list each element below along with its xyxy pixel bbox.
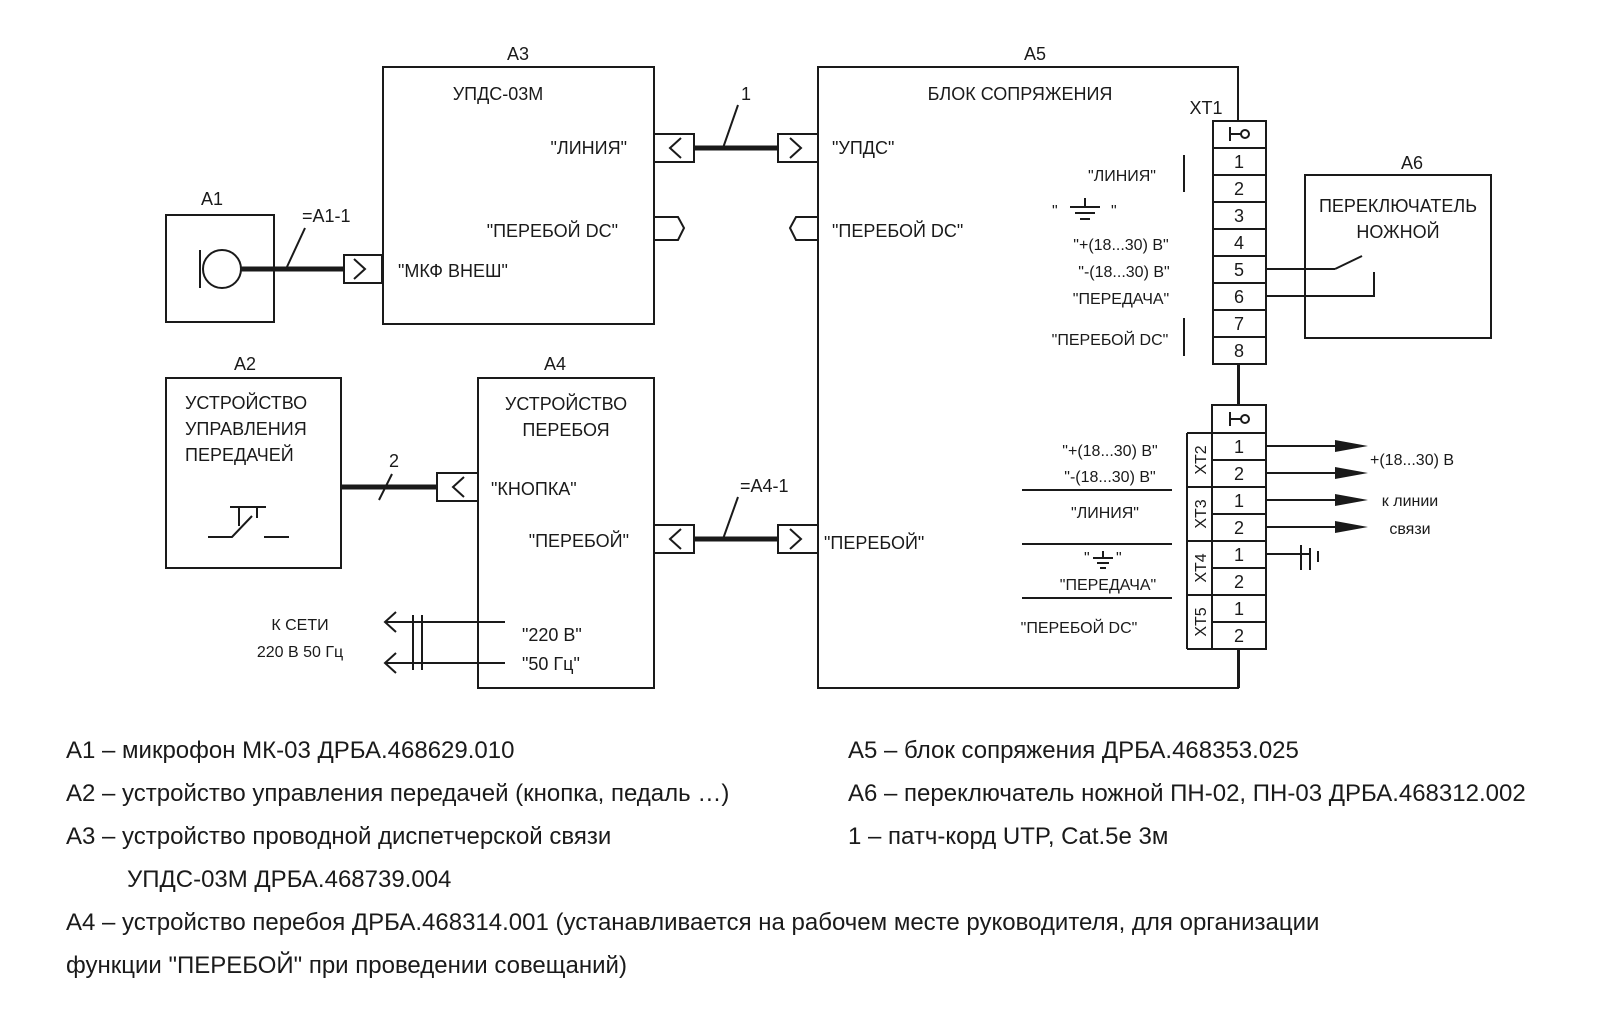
a3-line-connector	[653, 133, 695, 163]
xt1-pin: 6	[1234, 287, 1244, 307]
a3-box	[382, 66, 655, 325]
xt1-pin: 4	[1234, 233, 1244, 253]
push-button-icon	[208, 506, 289, 538]
chassis-ground-icon	[1266, 545, 1319, 570]
a6-label: А6	[1401, 153, 1423, 173]
xt1-signal: "	[1111, 203, 1117, 220]
xt1-pin: 1	[1234, 152, 1244, 172]
xt1-pin: 3	[1234, 206, 1244, 226]
a5-label: А5	[1024, 44, 1046, 64]
a2-label: А2	[234, 354, 256, 374]
a5-perebo-dc-connector	[788, 216, 818, 241]
a5-upds-connector	[777, 133, 819, 163]
a2-title-3: ПЕРЕДАЧЕЙ	[185, 444, 294, 465]
a4-port-perebo: "ПЕРЕБОЙ"	[529, 530, 629, 551]
a1-label: А1	[201, 189, 223, 209]
a2-title-1: УСТРОЙСТВО	[185, 392, 307, 413]
mains-label-1: К СЕТИ	[271, 617, 328, 634]
a4-port-button: "КНОПКА"	[491, 479, 577, 499]
xt1-signal: "ПЕРЕБОЙ DC"	[1052, 330, 1169, 349]
xt1-terminal-block	[1212, 120, 1267, 365]
xt1-signal: "+(18...30) В"	[1073, 237, 1168, 254]
a4-perebo-connector	[653, 524, 695, 554]
ground-icon	[1093, 551, 1113, 569]
xt-lower-pin: 1	[1234, 437, 1244, 457]
xt1-signal: "ПЕРЕДАЧА"	[1073, 291, 1169, 308]
a4-title-2: ПЕРЕБОЯ	[522, 420, 609, 440]
xt-lower-pin: 2	[1234, 518, 1244, 538]
a6-title-2: НОЖНОЙ	[1356, 221, 1439, 242]
xt1-pin: 5	[1234, 260, 1244, 280]
a5-port-perebo-dc: "ПЕРЕБОЙ DC"	[832, 220, 963, 241]
a4-port-220: "220 В"	[522, 625, 582, 645]
output-arrows	[1266, 440, 1368, 533]
a4-label: А4	[544, 354, 566, 374]
xt1-signal: "	[1052, 203, 1058, 220]
xt1-pin: 7	[1234, 314, 1244, 334]
a4-button-connector	[436, 472, 479, 502]
output-line-label-2: связи	[1389, 521, 1430, 538]
xt-lower-signal: "-(18...30) В"	[1064, 469, 1155, 486]
xt-lower-signal: "ПЕРЕБОЙ DC"	[1021, 618, 1138, 637]
xt1-signal: "ЛИНИЯ"	[1088, 168, 1156, 185]
mains-label-2: 220 В 50 Гц	[257, 644, 343, 661]
xt-lower-pin: 1	[1234, 491, 1244, 511]
cable-1-label: 1	[741, 84, 751, 104]
xt-lower-signal: "ЛИНИЯ"	[1071, 505, 1139, 522]
a3-mic-connector	[343, 254, 383, 284]
xt1-pin: 8	[1234, 341, 1244, 361]
a3-title: УПДС-03М	[453, 84, 544, 104]
a5-title: БЛОК СОПРЯЖЕНИЯ	[928, 84, 1113, 104]
a3-port-mic: "МКФ ВНЕШ"	[398, 261, 508, 281]
xt-lower-signal: "	[1116, 550, 1122, 567]
a5-box	[817, 66, 1239, 689]
xt-group-label: ХТ5	[1193, 607, 1210, 636]
xt-lower-pin: 1	[1234, 545, 1244, 565]
xt-lower-terminal-block	[1186, 404, 1267, 650]
a5-perebo-connector	[777, 524, 819, 554]
a6-box	[1304, 174, 1492, 339]
foot-switch-icon	[1266, 255, 1375, 297]
cable-2-label: 2	[389, 451, 399, 471]
xt-lower-pin: 2	[1234, 626, 1244, 646]
xt-group-label: ХТ2	[1193, 445, 1210, 474]
ground-icon	[1070, 198, 1100, 220]
output-line-label-1: к линии	[1382, 493, 1438, 510]
output-power-label: +(18...30) В	[1370, 452, 1454, 469]
a4-title-1: УСТРОЙСТВО	[505, 393, 627, 414]
a2-title-2: УПРАВЛЕНИЯ	[185, 419, 307, 439]
a5-port-upds: "УПДС"	[832, 138, 894, 158]
xt-lower-signal: "+(18...30) В"	[1062, 443, 1157, 460]
a6-title-1: ПЕРЕКЛЮЧАТЕЛЬ	[1319, 196, 1477, 216]
xt1-pin: 2	[1234, 179, 1244, 199]
a4-port-50: "50 Гц"	[522, 654, 580, 674]
a3-port-perebo: "ПЕРЕБОЙ DC"	[487, 220, 618, 241]
xt-lower-pin: 2	[1234, 572, 1244, 592]
cable-a4-1-label: =А4-1	[740, 476, 789, 496]
xt-lower-signal: "ПЕРЕДАЧА"	[1060, 577, 1156, 594]
mains-wires	[383, 611, 505, 674]
xt1-label: ХТ1	[1189, 98, 1222, 118]
xt-group-label: ХТ4	[1193, 553, 1210, 582]
xt-group-label: ХТ3	[1193, 499, 1210, 528]
a4-box	[477, 377, 655, 689]
a2-box	[165, 377, 342, 569]
a3-perebo-connector	[654, 216, 686, 241]
a3-port-line: "ЛИНИЯ"	[551, 138, 627, 158]
a5-port-perebo: "ПЕРЕБОЙ"	[824, 532, 924, 553]
a1-wire-label: =А1-1	[302, 206, 351, 226]
xt-lower-signal: "	[1084, 550, 1090, 567]
xt-lower-pin: 1	[1234, 599, 1244, 619]
a3-label: А3	[507, 44, 529, 64]
xt-lower-pin: 2	[1234, 464, 1244, 484]
xt1-signal: "-(18...30) В"	[1078, 264, 1169, 281]
